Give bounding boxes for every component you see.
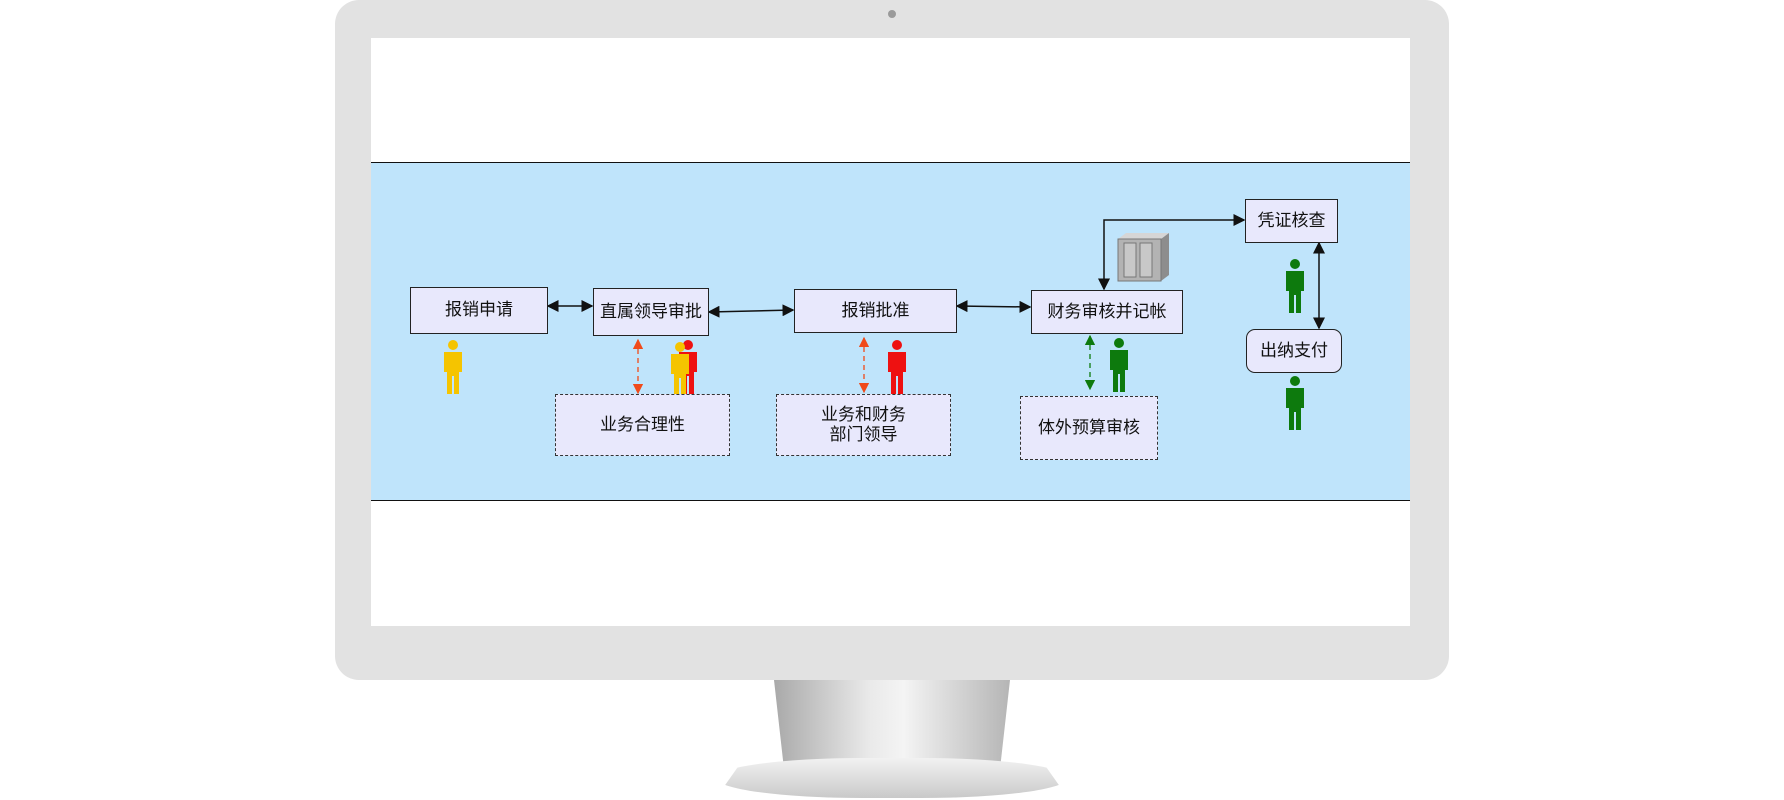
arrow-approve-finance — [955, 300, 1032, 313]
person-icon-cashier — [1286, 376, 1304, 430]
node-label: 报销批准 — [841, 300, 910, 321]
note-business-reasonable: 业务合理性 — [555, 394, 730, 456]
person-icon-finance — [1110, 338, 1128, 392]
node-label: 凭证核查 — [1257, 210, 1326, 231]
node-label: 财务审核并记帐 — [1047, 301, 1167, 322]
monitor-base — [716, 758, 1068, 798]
server-icon — [1117, 233, 1169, 282]
person-icon-voucher — [1286, 259, 1304, 313]
note-label: 部门领导 — [829, 425, 898, 445]
note-label: 业务合理性 — [600, 414, 685, 435]
node-approve: 报销批准 — [794, 289, 957, 333]
node-label: 出纳支付 — [1260, 340, 1328, 361]
person-icon-approver — [888, 340, 906, 394]
note-dept-leader: 业务和财务部门领导 — [776, 394, 951, 456]
arrow-finance-voucher — [1098, 214, 1246, 291]
node-label: 报销申请 — [445, 300, 513, 321]
note-budget-review: 体外预算审核 — [1020, 396, 1158, 460]
node-leader-approval: 直属领导审批 — [593, 288, 709, 336]
node-finance-review: 财务审核并记帐 — [1031, 290, 1183, 334]
arrow-leader-approve — [707, 304, 795, 318]
camera-icon — [888, 10, 896, 18]
node-apply: 报销申请 — [410, 287, 548, 334]
note-label: 业务和财务 — [821, 404, 906, 425]
monitor-stand — [774, 680, 1010, 764]
node-voucher-check: 凭证核查 — [1245, 199, 1338, 243]
person-icon-applicant — [444, 340, 462, 394]
node-cashier-pay: 出纳支付 — [1246, 329, 1342, 373]
node-label: 直属领导审批 — [600, 301, 702, 322]
note-label: 体外预算审核 — [1038, 417, 1140, 438]
